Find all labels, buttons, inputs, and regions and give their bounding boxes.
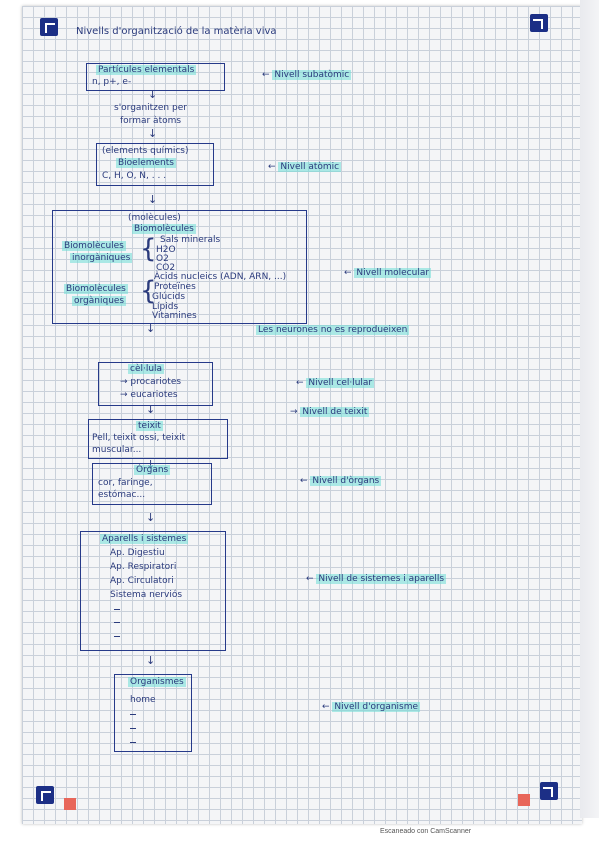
down-arrow-icon: ↓	[148, 88, 158, 101]
organic-item: Àcids nucleics (ADN, ARN, ...)	[154, 272, 287, 282]
molecular-box	[52, 210, 307, 324]
list-dash	[130, 742, 136, 743]
down-arrow-icon: ↓	[146, 403, 156, 416]
organic-item: Vitamines	[152, 311, 197, 321]
inorganic-label-2: inorgàniques	[70, 253, 133, 263]
organ-line-3: estómac...	[98, 490, 146, 500]
tissue-line-3: muscular...	[92, 445, 142, 455]
systems-label: ← Nivell de sistemes i aparells	[306, 574, 447, 584]
subatomic-box	[86, 63, 225, 91]
page-edge	[580, 0, 599, 818]
brace-icon: {	[140, 234, 157, 264]
organic-label-1: Biomolècules	[64, 284, 128, 294]
systems-line-3: Ap. Respiratori	[110, 562, 177, 572]
organic-item: Lípids	[152, 302, 179, 312]
subatomic-line-2: n, p+, e-	[92, 77, 132, 87]
subatomic-note-2: formar àtoms	[120, 116, 182, 126]
list-dash	[114, 609, 120, 610]
organ-line-1: Òrgans	[134, 465, 171, 475]
inorganic-item: H2O	[156, 245, 176, 255]
list-dash	[114, 622, 120, 623]
systems-box	[80, 531, 226, 651]
systems-line-5: Sistema nerviós	[110, 590, 183, 600]
tissue-label: → Nivell de teixit	[290, 407, 370, 417]
color-mark	[518, 794, 530, 806]
subatomic-line-1: Partícules elementals	[96, 65, 197, 75]
corner-mark-icon	[36, 786, 54, 804]
inorganic-item: O2	[156, 254, 169, 264]
corner-mark-icon	[540, 782, 558, 800]
tissue-box	[88, 419, 228, 459]
down-arrow-icon: ↓	[146, 511, 156, 524]
subatomic-label: ← Nivell subatòmic	[262, 70, 352, 80]
molecular-label: ← Nivell molecular	[344, 268, 432, 278]
down-arrow-icon: ↓	[146, 654, 156, 667]
molecular-note: Les neurones no es reprodueixen	[256, 325, 410, 335]
systems-line-1: Aparells i sistemes	[100, 534, 189, 544]
down-arrow-icon: ↓	[148, 193, 158, 206]
brace-icon: {	[140, 276, 157, 306]
scanner-watermark: Escaneado con CamScanner	[380, 828, 472, 835]
systems-line-2: Ap. Digestiu	[110, 548, 165, 558]
molecular-head-1: (molècules)	[128, 213, 181, 223]
corner-mark-icon	[530, 14, 548, 32]
inorganic-item: Sals minerals	[160, 235, 221, 245]
inorganic-item: CO2	[156, 263, 176, 273]
tissue-line-1: teixit	[136, 421, 163, 431]
color-mark	[64, 798, 76, 810]
cellular-line-1: cèl·lula	[128, 364, 165, 374]
cellular-label: ← Nivell cel·lular	[296, 378, 375, 388]
atomic-line-3: C, H, O, N, . . .	[102, 171, 167, 181]
organic-label-2: orgàniques	[72, 296, 127, 306]
cellular-line-2: → procariotes	[120, 377, 182, 387]
organ-box	[92, 463, 212, 505]
down-arrow-icon: ↓	[148, 127, 158, 140]
subatomic-note-1: s'organitzen per	[114, 103, 187, 113]
atomic-label: ← Nivell atòmic	[268, 162, 342, 172]
organic-item: Glúcids	[152, 292, 186, 302]
corner-mark-icon	[40, 18, 58, 36]
list-dash	[130, 714, 136, 715]
organ-line-2: cor, faringe,	[98, 478, 153, 488]
tissue-line-2: Pell, teixit ossi, teixit	[92, 433, 186, 443]
organism-label: ← Nivell d'organisme	[322, 702, 421, 712]
molecular-head-2: Biomolècules	[132, 224, 196, 234]
organism-line-2: home	[130, 695, 156, 705]
down-arrow-icon: ↓	[146, 322, 156, 335]
list-dash	[130, 728, 136, 729]
organ-label: ← Nivell d'òrgans	[300, 476, 382, 486]
atomic-line-1: (elements químics)	[102, 146, 189, 156]
systems-line-4: Ap. Circulatori	[110, 576, 174, 586]
organism-line-1: Organismes	[128, 677, 186, 687]
cellular-box	[98, 362, 213, 406]
cellular-line-3: → eucariotes	[120, 390, 178, 400]
organic-item: Proteïnes	[154, 282, 196, 292]
organism-box	[114, 674, 192, 752]
inorganic-label-1: Biomolècules	[62, 241, 126, 251]
list-dash	[114, 636, 120, 637]
atomic-box	[96, 143, 214, 186]
page-title: Nivells d'organització de la matèria viv…	[76, 26, 277, 37]
down-arrow-icon: ↓	[146, 459, 155, 470]
atomic-line-2: Bioelements	[116, 158, 176, 168]
